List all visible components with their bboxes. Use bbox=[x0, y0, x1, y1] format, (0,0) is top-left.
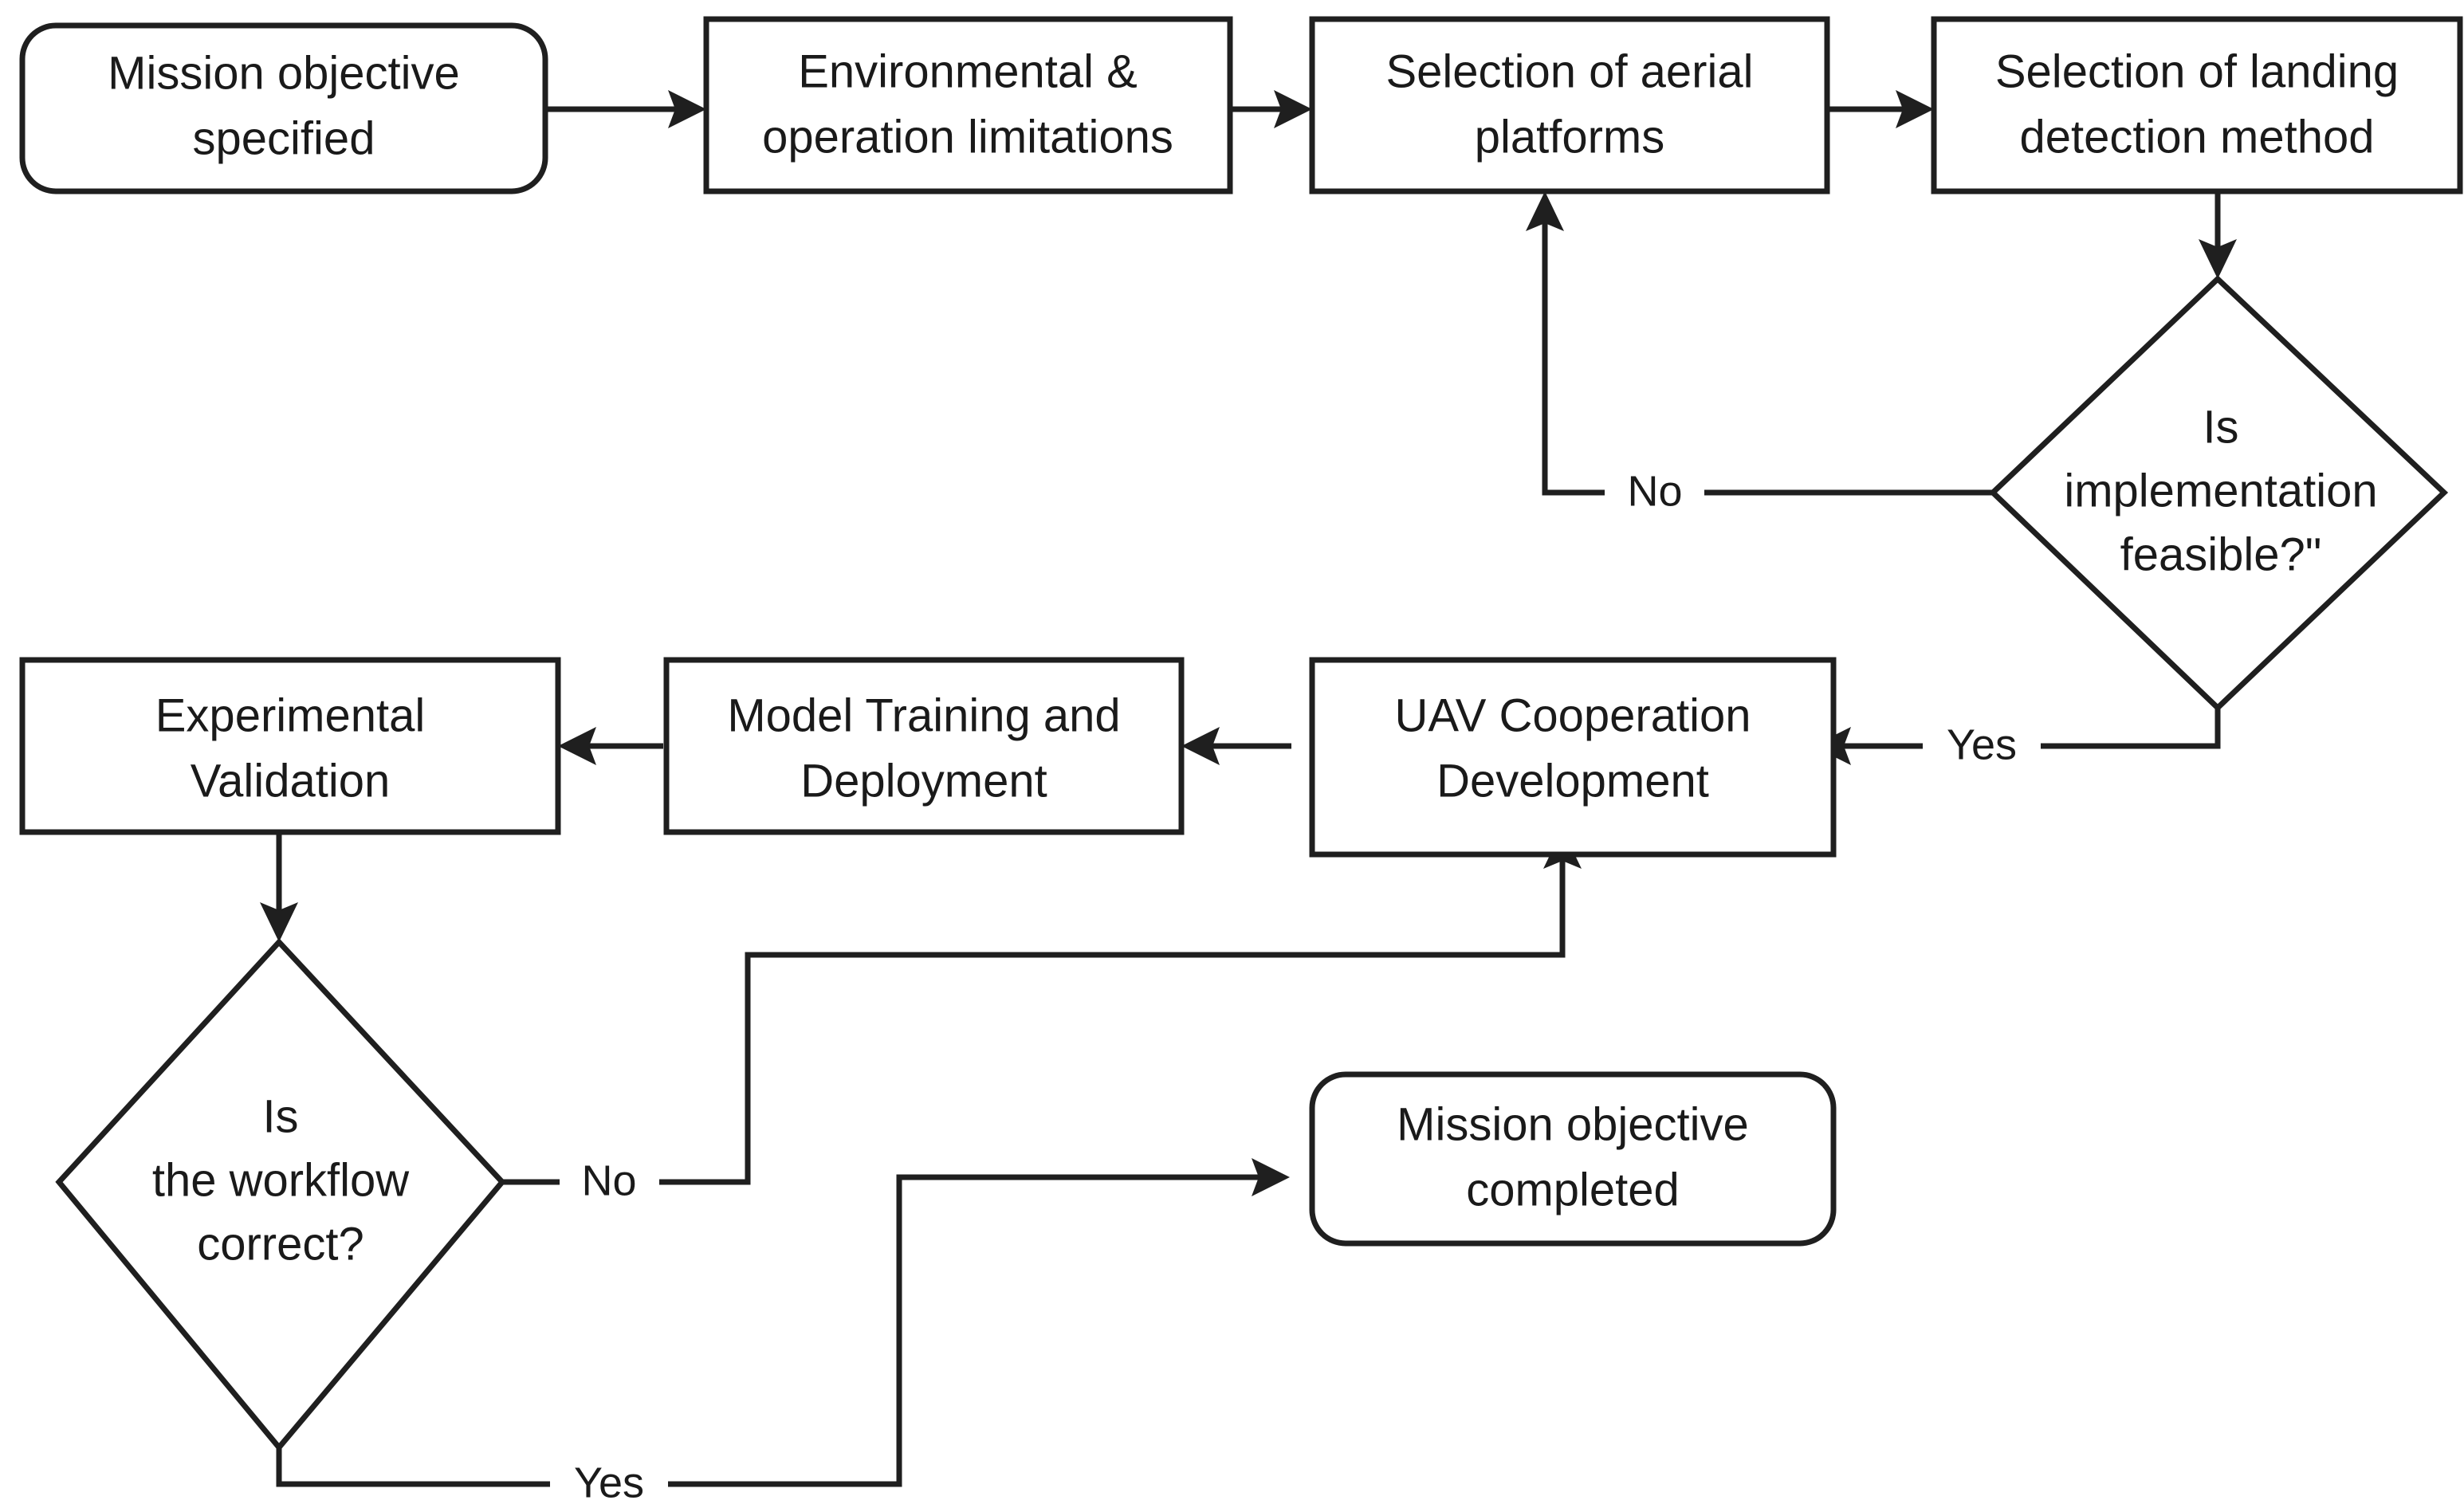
node-label-line-1: Mission objective bbox=[108, 47, 460, 99]
node-label-line-2: implementation bbox=[2064, 465, 2377, 516]
arrowhead-icon bbox=[1526, 191, 1564, 231]
arrowhead-icon bbox=[1181, 727, 1220, 765]
edge-workflow-no-to-uav: No bbox=[502, 829, 1582, 1208]
node-label-line-2: operation limitations bbox=[762, 111, 1173, 163]
node-model-training-and-deployment[interactable]: Model Training and Deployment bbox=[663, 657, 1185, 835]
node-shape-rectangle[interactable] bbox=[1309, 16, 1830, 194]
node-uav-cooperation-development[interactable]: UAV Cooperation Development bbox=[1309, 657, 1837, 858]
edge-label-background bbox=[1605, 466, 1704, 519]
node-label-line-2: Validation bbox=[191, 755, 390, 807]
arrowhead-icon bbox=[260, 902, 298, 942]
arrowhead-icon bbox=[558, 727, 596, 765]
edge-label-background bbox=[1923, 720, 2041, 772]
edge-model-to-experimental bbox=[558, 727, 663, 765]
node-shape-rounded-rectangle[interactable] bbox=[1309, 1071, 1837, 1247]
node-label-line-2: Development bbox=[1436, 755, 1709, 807]
node-label-line-2: Deployment bbox=[800, 755, 1047, 807]
arrowhead-icon bbox=[1896, 90, 1934, 128]
node-label-line-2: specified bbox=[193, 112, 375, 164]
edge-label-workflow-yes: Yes bbox=[574, 1459, 644, 1506]
arrowhead-icon bbox=[1252, 1158, 1290, 1196]
node-environmental-operation-limitations[interactable]: Environmental & operation limitations bbox=[703, 16, 1233, 194]
node-selection-of-aerial-platforms[interactable]: Selection of aerial platforms bbox=[1309, 16, 1830, 194]
arrowhead-icon bbox=[1274, 90, 1312, 128]
node-label-line-1: Environmental & bbox=[798, 45, 1138, 97]
node-is-implementation-feasible[interactable]: Is implementation feasible?" bbox=[1988, 275, 2449, 712]
edge-feasible-yes-to-uav: Yes bbox=[1813, 708, 2221, 772]
edge-experimental-to-workflow bbox=[260, 831, 298, 942]
node-label-line-2: detection method bbox=[2020, 111, 2375, 163]
node-selection-of-landing-detection-method[interactable]: Selection of landing detection method bbox=[1931, 16, 2463, 194]
node-shape-diamond[interactable] bbox=[1988, 275, 2449, 712]
node-label-line-1: Model Training and bbox=[727, 689, 1120, 741]
node-label-line-1: Mission objective bbox=[1397, 1098, 1749, 1150]
node-label-line-3: feasible?" bbox=[2120, 528, 2322, 580]
arrowhead-icon bbox=[668, 90, 706, 128]
edge-label-workflow-no: No bbox=[581, 1157, 636, 1204]
edge-environmental-to-aerial bbox=[1230, 90, 1312, 128]
edge-label-background bbox=[550, 1458, 668, 1508]
node-experimental-validation[interactable]: Experimental Validation bbox=[19, 657, 561, 835]
node-is-the-workflow-correct[interactable]: Is the workflow correct? bbox=[55, 937, 506, 1452]
node-label-line-2: the workflow bbox=[152, 1154, 410, 1206]
node-label-line-1: Experimental bbox=[155, 689, 425, 741]
node-label-line-1: Is bbox=[2203, 401, 2238, 453]
node-label-line-1: Is bbox=[262, 1090, 298, 1142]
node-shape-rectangle[interactable] bbox=[703, 16, 1233, 194]
edge-uav-to-model bbox=[1181, 727, 1291, 765]
node-shape-rounded-rectangle[interactable] bbox=[19, 22, 548, 194]
node-label-line-1: UAV Cooperation bbox=[1394, 689, 1751, 741]
edge-aerial-to-landing bbox=[1827, 90, 1934, 128]
node-mission-objective-completed[interactable]: Mission objective completed bbox=[1309, 1071, 1837, 1247]
node-mission-objective-specified[interactable]: Mission objective specified bbox=[19, 22, 548, 194]
edge-landing-to-feasible bbox=[2199, 194, 2237, 279]
node-shape-diamond[interactable] bbox=[55, 937, 506, 1452]
node-label-line-2: platforms bbox=[1475, 111, 1665, 163]
edge-feasible-no-to-aerial: No bbox=[1526, 191, 1993, 519]
node-shape-rectangle[interactable] bbox=[663, 657, 1185, 835]
node-shape-rectangle[interactable] bbox=[1309, 657, 1837, 858]
edge-label-feasible-yes: Yes bbox=[1947, 721, 2017, 768]
node-shape-rectangle[interactable] bbox=[1931, 16, 2463, 194]
edge-workflow-yes-to-completed: Yes bbox=[276, 1158, 1290, 1508]
edge-line bbox=[1542, 217, 1993, 496]
edge-label-background bbox=[560, 1156, 659, 1208]
node-label-line-3: correct? bbox=[197, 1218, 364, 1270]
edge-label-feasible-no: No bbox=[1627, 467, 1682, 515]
edge-line bbox=[276, 1174, 1269, 1487]
arrowhead-icon bbox=[2199, 239, 2237, 279]
node-label-line-2: completed bbox=[1466, 1164, 1680, 1215]
edge-line bbox=[502, 854, 1566, 1185]
node-shape-rectangle[interactable] bbox=[19, 657, 561, 835]
edge-mission-to-environmental bbox=[545, 90, 706, 128]
node-label-line-1: Selection of aerial bbox=[1385, 45, 1753, 97]
node-label-line-1: Selection of landing bbox=[1995, 45, 2399, 97]
